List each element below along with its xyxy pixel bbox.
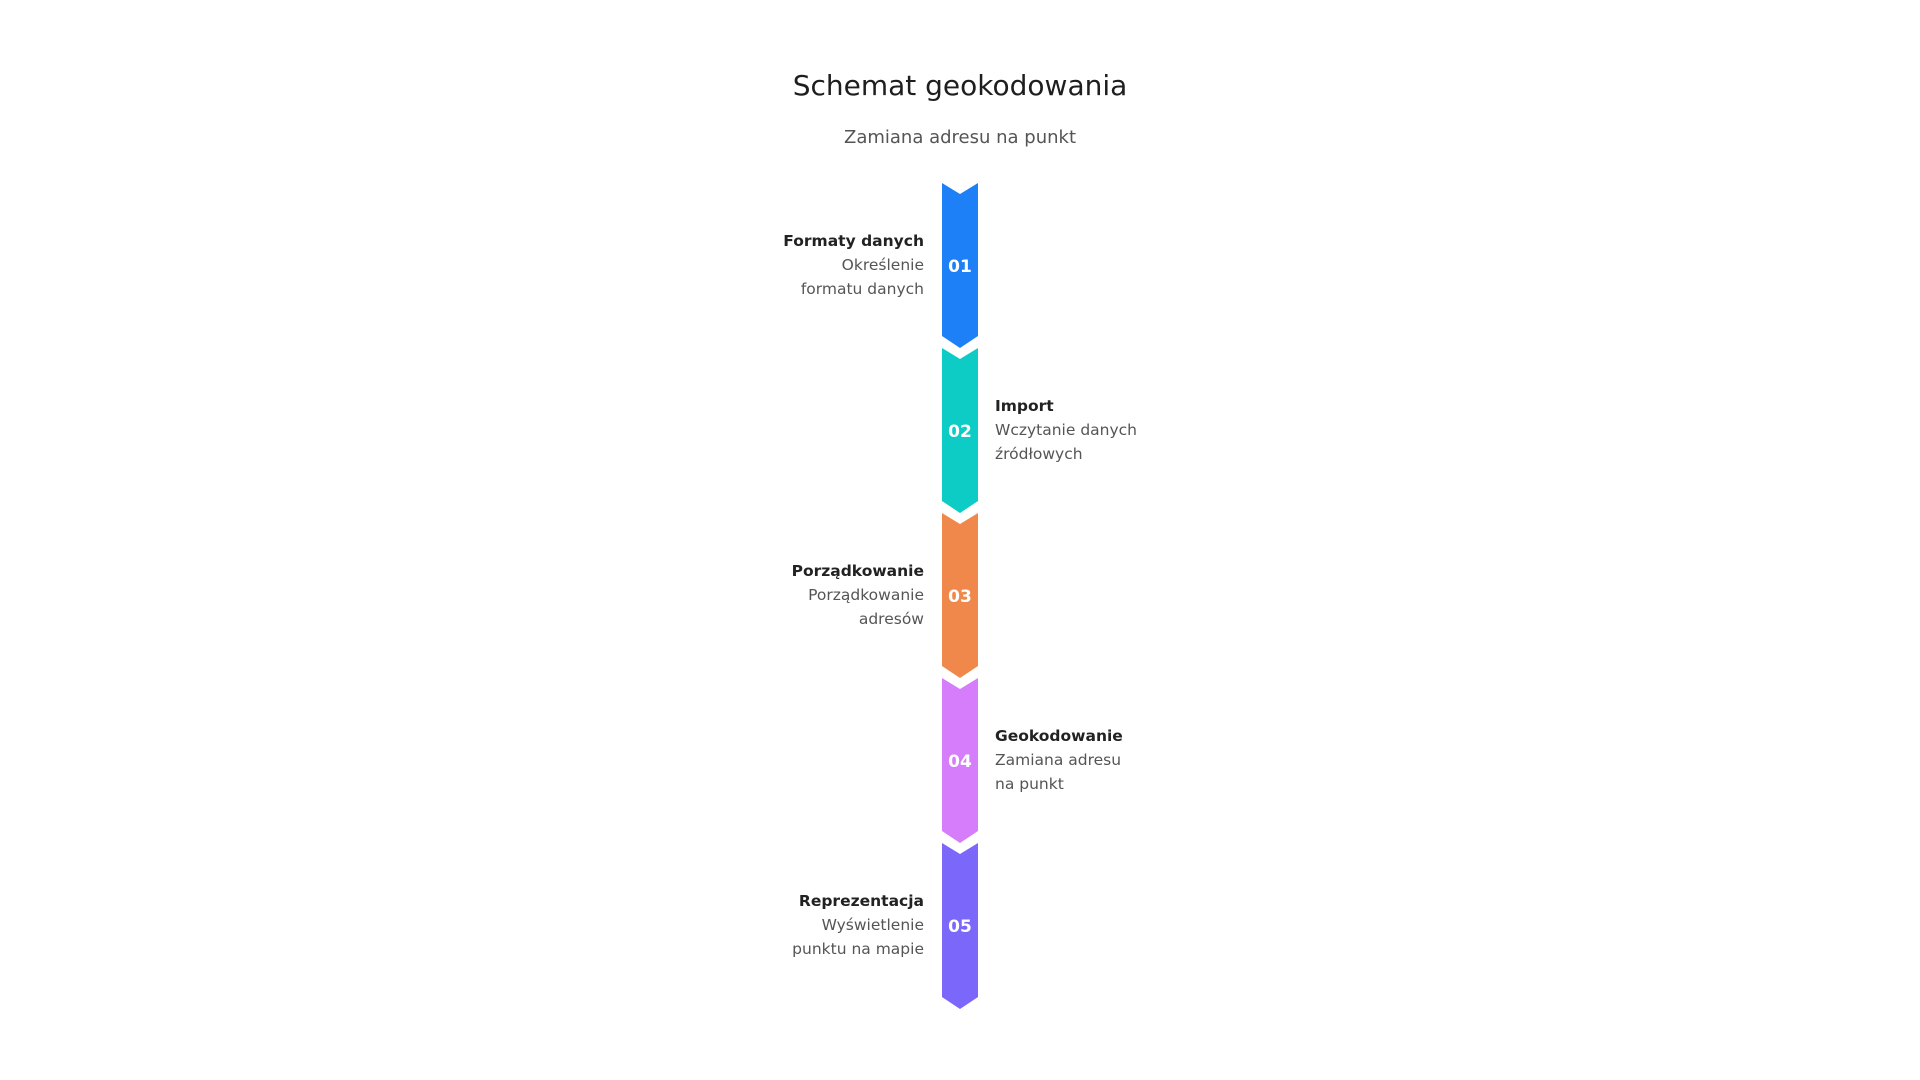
step-arrow-05: 05 [942, 843, 978, 1009]
step-description: Zamiana adresu [995, 751, 1122, 769]
step-description: adresów [858, 610, 924, 628]
chevron-arrow-shape [942, 678, 978, 843]
step-title: Geokodowanie [995, 727, 1123, 745]
step-arrow-04: 04 [942, 678, 978, 843]
chevron-arrow-shape [942, 348, 978, 513]
step-number: 01 [948, 257, 972, 277]
step-title: Reprezentacja [798, 892, 924, 910]
step-description: źródłowych [995, 445, 1083, 463]
step-title: Formaty danych [783, 232, 924, 250]
step-description: Porządkowanie [808, 586, 924, 604]
step-description: Wyświetlenie [821, 916, 924, 934]
diagram-title: Schemat geokodowania [792, 69, 1128, 102]
step-description: punktu na mapie [792, 940, 924, 958]
step-description: Wczytanie danych [995, 421, 1138, 439]
chevron-arrow-shape [942, 843, 978, 1009]
step-number: 03 [948, 587, 972, 607]
step-title: Import [995, 397, 1054, 415]
step-description: na punkt [995, 775, 1064, 793]
step-label-04: Geokodowanie Zamiana adresu na punkt [995, 724, 1255, 796]
step-label-03: Porządkowanie Porządkowanie adresów [664, 559, 924, 631]
step-label-02: Import Wczytanie danych źródłowych [995, 394, 1255, 466]
chevron-arrow-shape [942, 513, 978, 678]
step-description: Określenie [841, 256, 924, 274]
step-number: 02 [948, 422, 972, 442]
chevron-arrow-shape [942, 183, 978, 348]
step-arrow-01: 01 [942, 183, 978, 348]
step-description: formatu danych [800, 280, 924, 298]
step-label-01: Formaty danych Określenie formatu danych [664, 229, 924, 301]
step-arrow-03: 03 [942, 513, 978, 678]
diagram-subtitle: Zamiana adresu na punkt [843, 127, 1076, 148]
step-number: 05 [948, 917, 972, 937]
step-number: 04 [948, 752, 972, 772]
step-label-05: Reprezentacja Wyświetlenie punktu na map… [664, 889, 924, 961]
step-arrow-02: 02 [942, 348, 978, 513]
step-title: Porządkowanie [791, 562, 924, 580]
